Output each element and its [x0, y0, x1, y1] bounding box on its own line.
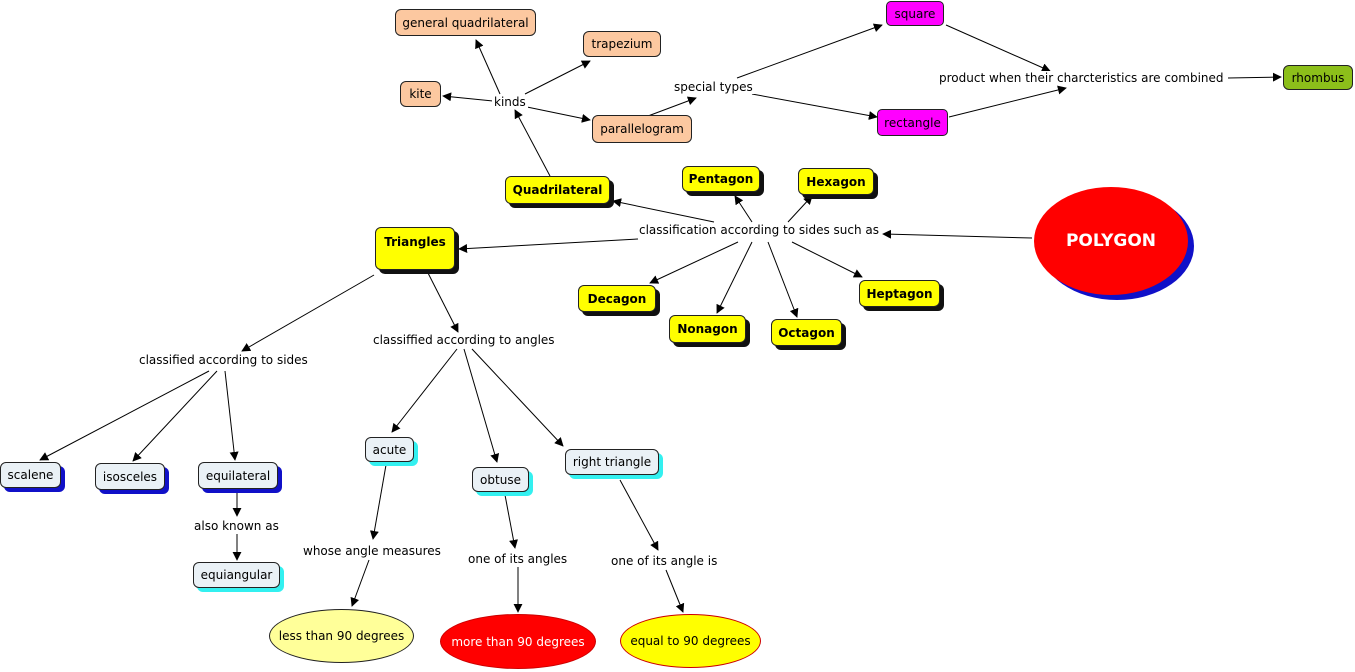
more-than-90-label: more than 90 degrees	[451, 634, 585, 649]
polygon-node[interactable]: POLYGON	[1034, 187, 1188, 295]
acute-node[interactable]: acute	[365, 437, 414, 462]
pentagon-node[interactable]: Pentagon	[682, 166, 760, 192]
isosceles-label: isosceles	[102, 469, 158, 484]
quadrilateral-label: Quadrilateral	[512, 183, 603, 197]
acute-label: acute	[372, 442, 407, 457]
special-types-label: special types	[672, 80, 755, 94]
parallelogram-label: parallelogram	[600, 122, 684, 136]
nonagon-node[interactable]: Nonagon	[669, 315, 746, 343]
decagon-label: Decagon	[587, 291, 647, 306]
equilateral-node[interactable]: equilateral	[198, 462, 278, 489]
heptagon-node[interactable]: Heptagon	[859, 280, 940, 307]
heptagon-label: Heptagon	[866, 286, 933, 301]
rhombus-node[interactable]: rhombus	[1283, 65, 1353, 90]
rectangle-label: rectangle	[884, 115, 941, 130]
link-classification-pentagon	[734, 195, 753, 223]
square-node[interactable]: square	[886, 1, 944, 26]
link-sides-scalene	[39, 370, 210, 461]
equilateral-label: equilateral	[205, 468, 271, 483]
link-triangles-sides	[241, 274, 375, 352]
general-quadrilateral-node[interactable]: general quadrilateral	[395, 9, 536, 36]
link-angles-obtuse	[463, 348, 500, 463]
link-polygon-classification	[882, 229, 1033, 239]
link-kinds-general	[475, 39, 501, 95]
nonagon-label: Nonagon	[677, 322, 738, 336]
triangles-label: Triangles	[384, 235, 446, 249]
obtuse-node[interactable]: obtuse	[472, 467, 529, 492]
classified-angles-label: classiffied according to angles	[371, 333, 557, 347]
right-triangle-label: right triangle	[572, 455, 652, 469]
link-parallelogram-special	[647, 96, 697, 117]
link-kinds-parallelogram	[526, 106, 591, 123]
equiangular-node[interactable]: equiangular	[193, 562, 280, 588]
link-kinds-trapezium	[524, 60, 591, 95]
octagon-node[interactable]: Octagon	[771, 319, 842, 346]
link-product-rhombus	[1227, 72, 1282, 82]
link-right-oneofangle	[619, 479, 659, 551]
also-known-as-label: also known as	[192, 519, 281, 533]
one-of-its-angles-label: one of its angles	[466, 552, 570, 566]
rectangle-node[interactable]: rectangle	[877, 109, 948, 136]
general-quadrilateral-label: general quadrilateral	[402, 15, 529, 30]
product-combined-label: product when their charcteristics are co…	[937, 71, 1226, 85]
less-than-90-node[interactable]: less than 90 degrees	[269, 609, 414, 663]
link-classification-triangles	[458, 238, 639, 254]
link-kinds-kite	[442, 92, 494, 102]
link-rectangle-product	[948, 85, 1067, 118]
equiangular-label: equiangular	[200, 568, 273, 582]
more-than-90-node[interactable]: more than 90 degrees	[440, 614, 596, 669]
link-sides-isosceles	[132, 370, 218, 462]
whose-angle-measures-label: whose angle measures	[301, 544, 443, 558]
scalene-label: scalene	[7, 468, 54, 482]
link-sides-equilateral	[224, 370, 239, 461]
trapezium-label: trapezium	[591, 37, 653, 51]
classified-sides-label: classified according to sides	[137, 353, 310, 367]
classification-sides-label: classification according to sides such a…	[637, 223, 882, 237]
less-than-90-label: less than 90 degrees	[278, 629, 405, 643]
kite-node[interactable]: kite	[400, 81, 441, 107]
square-label: square	[894, 6, 936, 21]
link-square-product	[945, 24, 1051, 72]
kite-label: kite	[409, 87, 432, 101]
link-triangles-angles	[427, 272, 459, 333]
scalene-node[interactable]: scalene	[0, 462, 61, 488]
link-angles-acute	[391, 348, 458, 433]
isosceles-node[interactable]: isosceles	[95, 463, 165, 490]
link-special-square	[736, 23, 883, 79]
rhombus-label: rhombus	[1291, 70, 1345, 85]
decagon-node[interactable]: Decagon	[578, 285, 656, 312]
link-whose-less	[350, 559, 370, 607]
hexagon-label: Hexagon	[806, 174, 866, 189]
link-classification-quadrilateral	[612, 198, 715, 223]
link-special-rectangle	[751, 93, 878, 120]
obtuse-label: obtuse	[480, 472, 521, 487]
equal-to-90-node[interactable]: equal to 90 degrees	[620, 614, 761, 668]
octagon-label: Octagon	[778, 325, 835, 340]
polygon-label: POLYGON	[1065, 231, 1157, 251]
link-classification-nonagon	[716, 241, 753, 314]
equal-to-90-label: equal to 90 degrees	[630, 634, 751, 648]
parallelogram-node[interactable]: parallelogram	[592, 115, 692, 143]
link-obtuse-oneofits	[504, 494, 518, 549]
right-triangle-node[interactable]: right triangle	[565, 449, 659, 475]
kinds-label: kinds	[492, 95, 528, 109]
link-acute-whose	[369, 464, 387, 540]
hexagon-node[interactable]: Hexagon	[798, 168, 874, 195]
trapezium-node[interactable]: trapezium	[583, 31, 661, 57]
link-oneofangle-equal	[665, 569, 685, 613]
link-classification-heptagon	[791, 241, 863, 278]
link-classification-decagon	[649, 241, 739, 284]
pentagon-label: Pentagon	[688, 172, 754, 186]
link-classification-octagon	[767, 241, 799, 318]
one-of-its-angle-is-label: one of its angle is	[609, 554, 720, 568]
link-angles-right	[471, 348, 564, 447]
triangles-node[interactable]: Triangles	[375, 227, 455, 270]
quadrilateral-node[interactable]: Quadrilateral	[505, 176, 610, 204]
link-quadrilateral-kinds	[514, 109, 551, 177]
link-classification-hexagon	[787, 195, 813, 223]
